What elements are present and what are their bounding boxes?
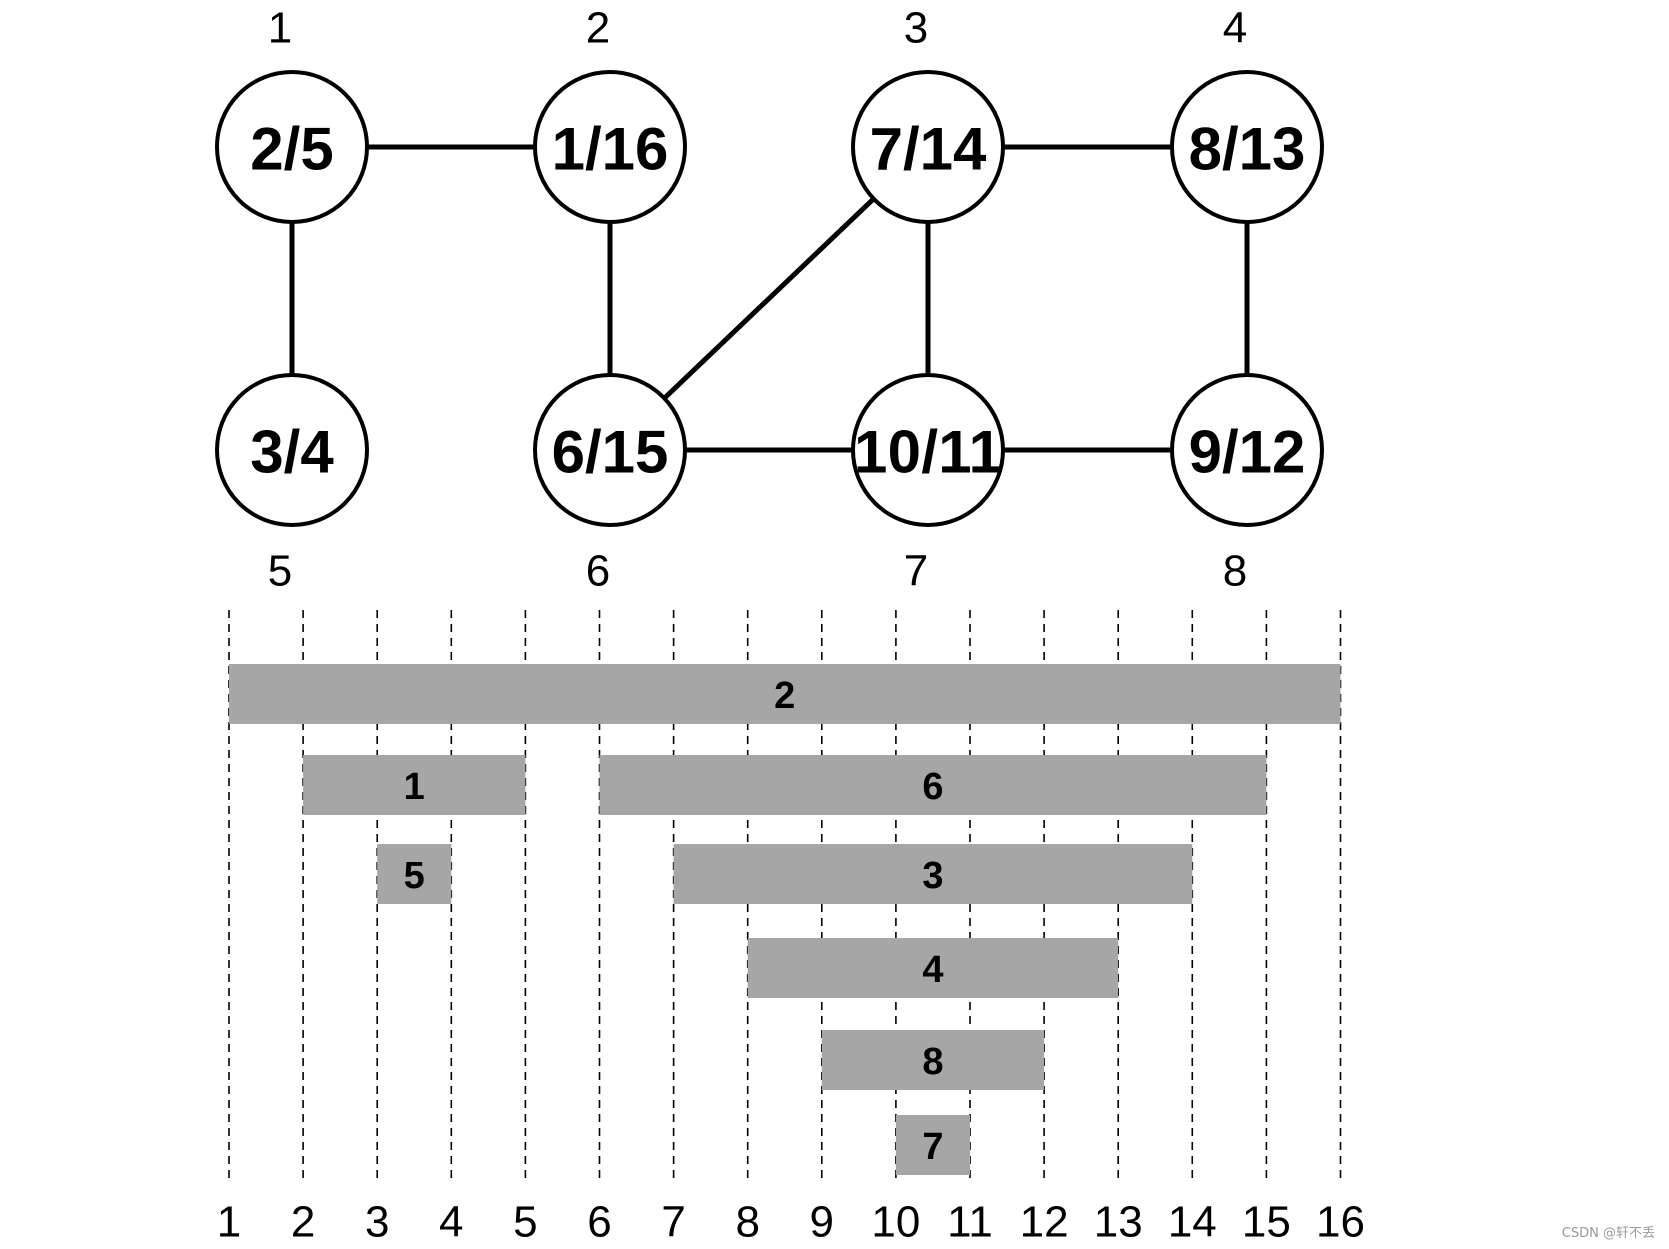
bar-rect <box>821 1030 1045 1090</box>
graph-edges <box>289 144 1250 453</box>
bar-5: 5 <box>377 844 452 904</box>
node-label: 6/15 <box>552 419 669 486</box>
tick-label-15: 15 <box>1242 1198 1291 1247</box>
bar-2: 2 <box>229 664 1341 724</box>
bar-label: 4 <box>922 949 943 991</box>
node-3: 7/14 3 <box>851 4 1005 224</box>
tick-label-10: 10 <box>871 1198 920 1247</box>
node-2: 1/16 2 <box>533 4 687 224</box>
tick-label-1: 1 <box>217 1198 241 1247</box>
bar-rect <box>895 1115 970 1175</box>
bar-label: 1 <box>404 766 425 808</box>
bar-6: 6 <box>599 755 1267 815</box>
bar-label: 7 <box>922 1126 943 1168</box>
node-id: 7 <box>904 547 928 596</box>
tick-label-4: 4 <box>439 1198 463 1247</box>
bar-1: 1 <box>303 755 526 815</box>
node-circle <box>215 373 369 527</box>
node-5: 3/4 5 <box>215 373 369 596</box>
node-id: 2 <box>586 4 610 53</box>
node-circle <box>533 373 687 527</box>
node-1: 2/5 1 <box>215 4 369 224</box>
tick-label-8: 8 <box>735 1198 759 1247</box>
timeline-bars: 2 1 6 5 3 4 8 7 <box>229 664 1341 1175</box>
node-label: 2/5 <box>250 116 333 183</box>
node-circle <box>1170 70 1324 224</box>
node-id: 5 <box>268 547 292 596</box>
tick-label-2: 2 <box>291 1198 315 1247</box>
node-id: 6 <box>586 547 610 596</box>
tick-label-11: 11 <box>947 1198 993 1247</box>
watermark: CSDN @轩不丢 <box>1561 1226 1655 1241</box>
node-4: 8/13 4 <box>1170 4 1324 224</box>
graph-nodes: 2/5 1 1/16 2 7/14 3 8/13 4 3/4 5 6/15 6 10/11 7 9/12 8 <box>215 4 1324 596</box>
bar-label: 5 <box>404 855 425 897</box>
bar-rect <box>229 664 1341 724</box>
node-7: 10/11 7 <box>851 373 1005 596</box>
node-circle <box>851 70 1005 224</box>
edge-3-6 <box>662 196 876 401</box>
bar-label: 6 <box>922 766 943 808</box>
tick-label-14: 14 <box>1168 1198 1217 1247</box>
node-label: 8/13 <box>1189 116 1306 183</box>
bar-label: 2 <box>774 675 795 717</box>
bar-8: 8 <box>821 1030 1045 1090</box>
node-id: 1 <box>268 4 292 53</box>
tick-label-5: 5 <box>513 1198 537 1247</box>
node-id: 4 <box>1223 4 1247 53</box>
node-label: 7/14 <box>870 116 987 183</box>
tick-label-12: 12 <box>1020 1198 1069 1247</box>
tick-label-6: 6 <box>587 1198 611 1247</box>
bar-rect <box>673 844 1193 904</box>
tick-label-9: 9 <box>810 1198 834 1247</box>
bar-3: 3 <box>673 844 1193 904</box>
node-id: 8 <box>1223 547 1247 596</box>
node-label: 1/16 <box>552 116 669 183</box>
node-label: 10/11 <box>854 419 1002 486</box>
node-circle <box>533 70 687 224</box>
bar-rect <box>747 938 1119 998</box>
node-label: 3/4 <box>250 419 334 486</box>
bar-rect <box>599 755 1267 815</box>
node-6: 6/15 6 <box>533 373 687 596</box>
bar-rect <box>303 755 526 815</box>
bar-label: 3 <box>922 855 943 897</box>
tick-label-7: 7 <box>661 1198 685 1247</box>
node-id: 3 <box>904 4 928 53</box>
tick-label-13: 13 <box>1094 1198 1143 1247</box>
tick-label-16: 16 <box>1316 1198 1365 1247</box>
node-circle <box>1170 373 1324 527</box>
bar-label: 8 <box>922 1041 943 1083</box>
bar-4: 4 <box>747 938 1119 998</box>
tick-label-3: 3 <box>365 1198 389 1247</box>
node-circle <box>215 70 369 224</box>
bar-7: 7 <box>895 1115 970 1175</box>
node-label: 9/12 <box>1189 419 1306 486</box>
node-8: 9/12 8 <box>1170 373 1324 596</box>
bar-rect <box>377 844 452 904</box>
node-circle <box>851 373 1005 527</box>
